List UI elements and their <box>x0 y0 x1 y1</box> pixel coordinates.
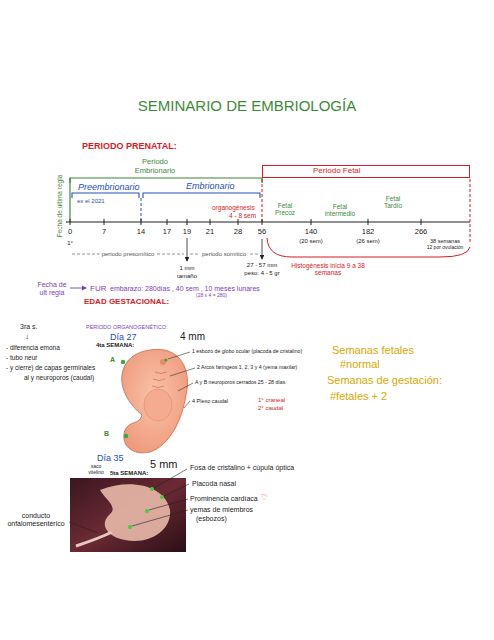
note-text: 21 <box>206 228 214 237</box>
note-text: ex el 2021 <box>77 198 105 205</box>
note-text: 14 <box>137 228 145 237</box>
note-text: peso: 4 - 5 gr <box>244 270 279 277</box>
note-text: tamaño <box>177 273 197 280</box>
note-text: Prominencia cardíaca <box>190 495 258 503</box>
note-text: 5 mm <box>150 458 178 471</box>
note-text: Embrionario <box>186 181 235 191</box>
note-text: Placoda nasal <box>192 480 236 488</box>
note-text: 3ra s. <box>20 323 38 331</box>
note-text: 4 mm <box>180 331 205 343</box>
note-text: 140 <box>305 228 318 237</box>
note-text: Fetal Tardío <box>378 195 408 210</box>
note-text: 0 <box>68 228 72 237</box>
note-text: Semanas de gestación: <box>327 374 442 387</box>
note-text: Fetal intermedio <box>321 203 359 218</box>
note-text: Fecha de ult regla <box>35 281 69 297</box>
note-text: (esbozos) <box>196 515 227 523</box>
note-text: 4 - 8 sem <box>229 212 256 219</box>
band-label: Periodo Fetal <box>313 167 469 176</box>
timeline <box>66 178 470 288</box>
note-text: PERIODO PRENATAL: <box>82 141 177 151</box>
note-text: 38 semanas <box>430 238 460 244</box>
period-band: Periodo Fetal <box>262 165 470 178</box>
note-text: 1 esbozo de globo ocular (placoda de cri… <box>192 349 302 355</box>
note-text: 19 <box>183 228 191 237</box>
note-text: EDAD GESTACIONAL: <box>84 297 169 306</box>
note-text: Preembrionario <box>78 182 140 192</box>
note-text: 182 <box>362 228 375 237</box>
note-text: FUR <box>90 284 106 293</box>
note-text: - tubo neur <box>6 354 37 361</box>
page-title: SEMINARIO DE EMBRIOLOGÍA <box>0 97 494 114</box>
note-text: 7 <box>102 228 106 237</box>
note-text: 1 mm <box>180 265 195 272</box>
note-text: embarazo: 280días , 40 sem , 10 meses lu… <box>110 285 260 293</box>
note-text: B <box>104 430 109 438</box>
note-text: PERIODO ORGANOGENÉTICO: <box>86 324 168 330</box>
note-text: (26 sem) <box>356 238 380 245</box>
note-text: 5ta SEMANA: <box>110 470 148 477</box>
embryo-photo <box>69 469 189 552</box>
note-text: - y cierre) de capas germinales <box>6 364 95 371</box>
note-text: - diferencia emona <box>6 344 60 351</box>
note-text: 2° caudal <box>258 405 283 412</box>
note-text: Fecha de ultima regla <box>56 175 63 238</box>
note-text: 28 <box>234 228 242 237</box>
note-text: Semanas fetales <box>332 344 414 357</box>
note-text: Día 35 <box>97 453 124 463</box>
note-text: A <box>110 356 115 364</box>
note-text: 17 <box>163 228 171 237</box>
note-text: Fosa de cristalino + cúpula óptica <box>190 464 294 472</box>
note-text: Día 27 <box>110 332 137 342</box>
note-text: ♡ <box>261 493 268 502</box>
note-text: 4ta SEMANA: <box>96 342 134 349</box>
note-text: Fetal Precoz <box>270 202 300 217</box>
note-text: organogénesis <box>212 204 255 211</box>
note-text: 12 por ovulación <box>427 245 464 251</box>
embryo-day-27 <box>121 349 195 452</box>
note-text: (20 sem) <box>299 238 323 245</box>
note-text: periodo somítico <box>200 251 248 258</box>
note-text: 27 - 57 mm <box>247 262 277 269</box>
note-text: 1° craneal <box>258 397 285 404</box>
note-text: saco vitelino <box>84 464 108 476</box>
note-text: 4 Plexo caudal <box>192 398 228 404</box>
note-text: Periodo Embrionario <box>128 158 183 175</box>
note-text: #fetales + 2 <box>330 390 387 403</box>
note-text: periodo presomítico <box>100 251 157 258</box>
note-text: 2 Arcos faríngeos 1, 2, 3 y 4 (yema maxi… <box>197 365 297 371</box>
note-text: 56 <box>258 228 266 237</box>
note-text: A y B neuroporos cerrados 25 - 28 días <box>195 380 285 386</box>
note-text: (28 x 4 = 280) <box>196 293 227 299</box>
note-text: ↓ <box>25 332 29 341</box>
note-text: 266 <box>415 228 428 237</box>
note-text: al y neuroporos (caudal) <box>24 374 94 381</box>
note-text: yemas de miembros <box>190 506 253 514</box>
note-text: Histogénesis inicia 9 a 38 semanas <box>286 262 371 277</box>
note-text: 1° <box>67 240 73 247</box>
note-text: #normal <box>340 358 380 371</box>
note-text: conducto onfalomesentérico <box>4 512 68 528</box>
